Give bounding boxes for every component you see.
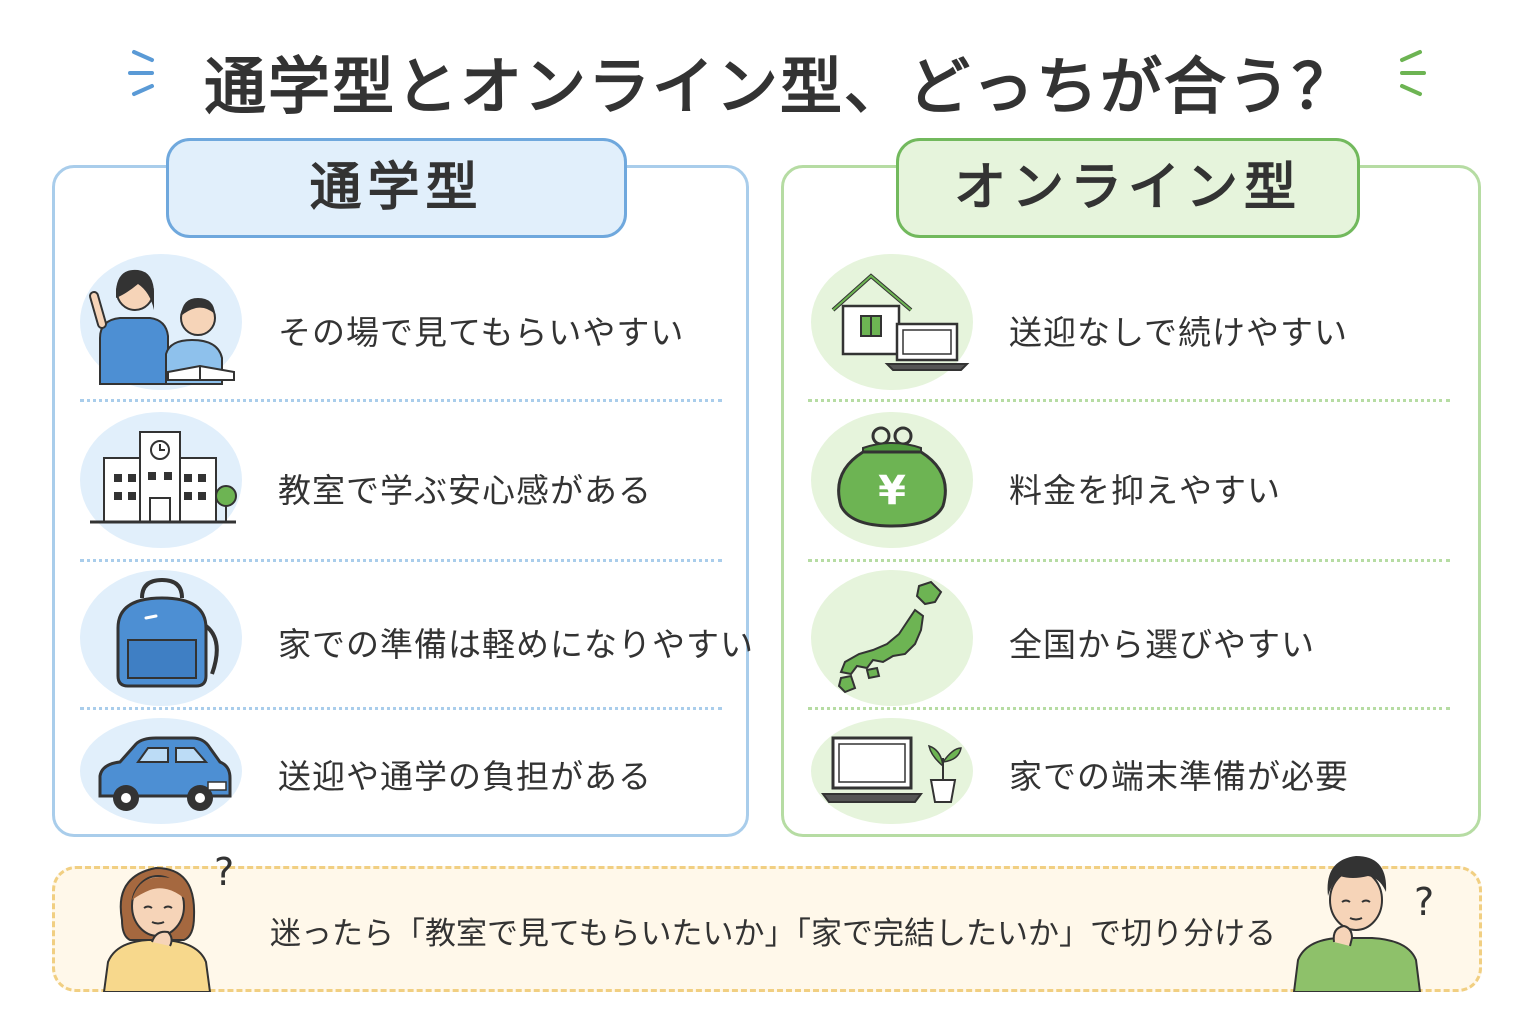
online-item-2: ¥ 料金を抑えやすい (811, 412, 1471, 562)
yen-purse-icon: ¥ (811, 412, 973, 548)
online-divider-1 (808, 399, 1450, 402)
online-item-4-text: 家での端末準備が必要 (1009, 757, 1349, 796)
sparkle-left-icon (128, 50, 154, 96)
house-laptop-icon (811, 254, 973, 390)
commute-divider-3 (80, 707, 722, 710)
commute-item-3: 家での準備は軽めになりやすい (80, 570, 753, 720)
commute-divider-2 (80, 559, 722, 562)
online-divider-2 (808, 559, 1450, 562)
yen-symbol: ¥ (878, 468, 906, 514)
commute-item-4: 送迎や通学の負担がある (80, 718, 740, 868)
school-building-icon (80, 412, 242, 548)
laptop-plant-icon (811, 718, 973, 824)
commute-item-4-text: 送迎や通学の負担がある (278, 757, 652, 796)
online-item-3-text: 全国から選びやすい (1009, 625, 1315, 664)
page-title: 通学型とオンライン型、どっちが合う？ (203, 50, 1356, 123)
commute-item-3-text: 家での準備は軽めになりやすい (278, 625, 754, 664)
commute-item-1-text: その場で見てもらいやすい (278, 313, 685, 352)
online-item-1-text: 送迎なしで続けやすい (1009, 313, 1349, 352)
teacher-student-icon (80, 254, 242, 390)
online-panel-label: オンライン型 (896, 138, 1360, 238)
title-row: 通学型とオンライン型、どっちが合う？ (0, 30, 1536, 123)
online-divider-3 (808, 707, 1450, 710)
online-item-2-text: 料金を抑えやすい (1009, 471, 1281, 510)
question-mark-right: ? (1414, 880, 1435, 924)
commute-panel-label: 通学型 (166, 138, 627, 238)
japan-map-icon (811, 570, 973, 706)
online-item-4: 家での端末準備が必要 (811, 718, 1471, 868)
online-item-1: 送迎なしで続けやすい (811, 254, 1471, 404)
commute-divider-1 (80, 399, 722, 402)
woman-thinking-icon (102, 866, 212, 992)
commute-item-2-text: 教室で学ぶ安心感がある (278, 471, 652, 510)
car-icon (80, 718, 242, 824)
advice-box (52, 866, 1482, 992)
man-thinking-icon (1292, 856, 1422, 992)
question-mark-left: ? (214, 850, 235, 894)
advice-text: 迷ったら「教室で見てもらいたいか」「家で完結したいか」で切り分ける (270, 916, 1276, 952)
commute-item-1: その場で見てもらいやすい (80, 254, 740, 404)
sparkle-right-icon (1400, 50, 1426, 96)
online-item-3: 全国から選びやすい (811, 570, 1471, 720)
commute-item-2: 教室で学ぶ安心感がある (80, 412, 740, 562)
backpack-icon (80, 570, 242, 706)
